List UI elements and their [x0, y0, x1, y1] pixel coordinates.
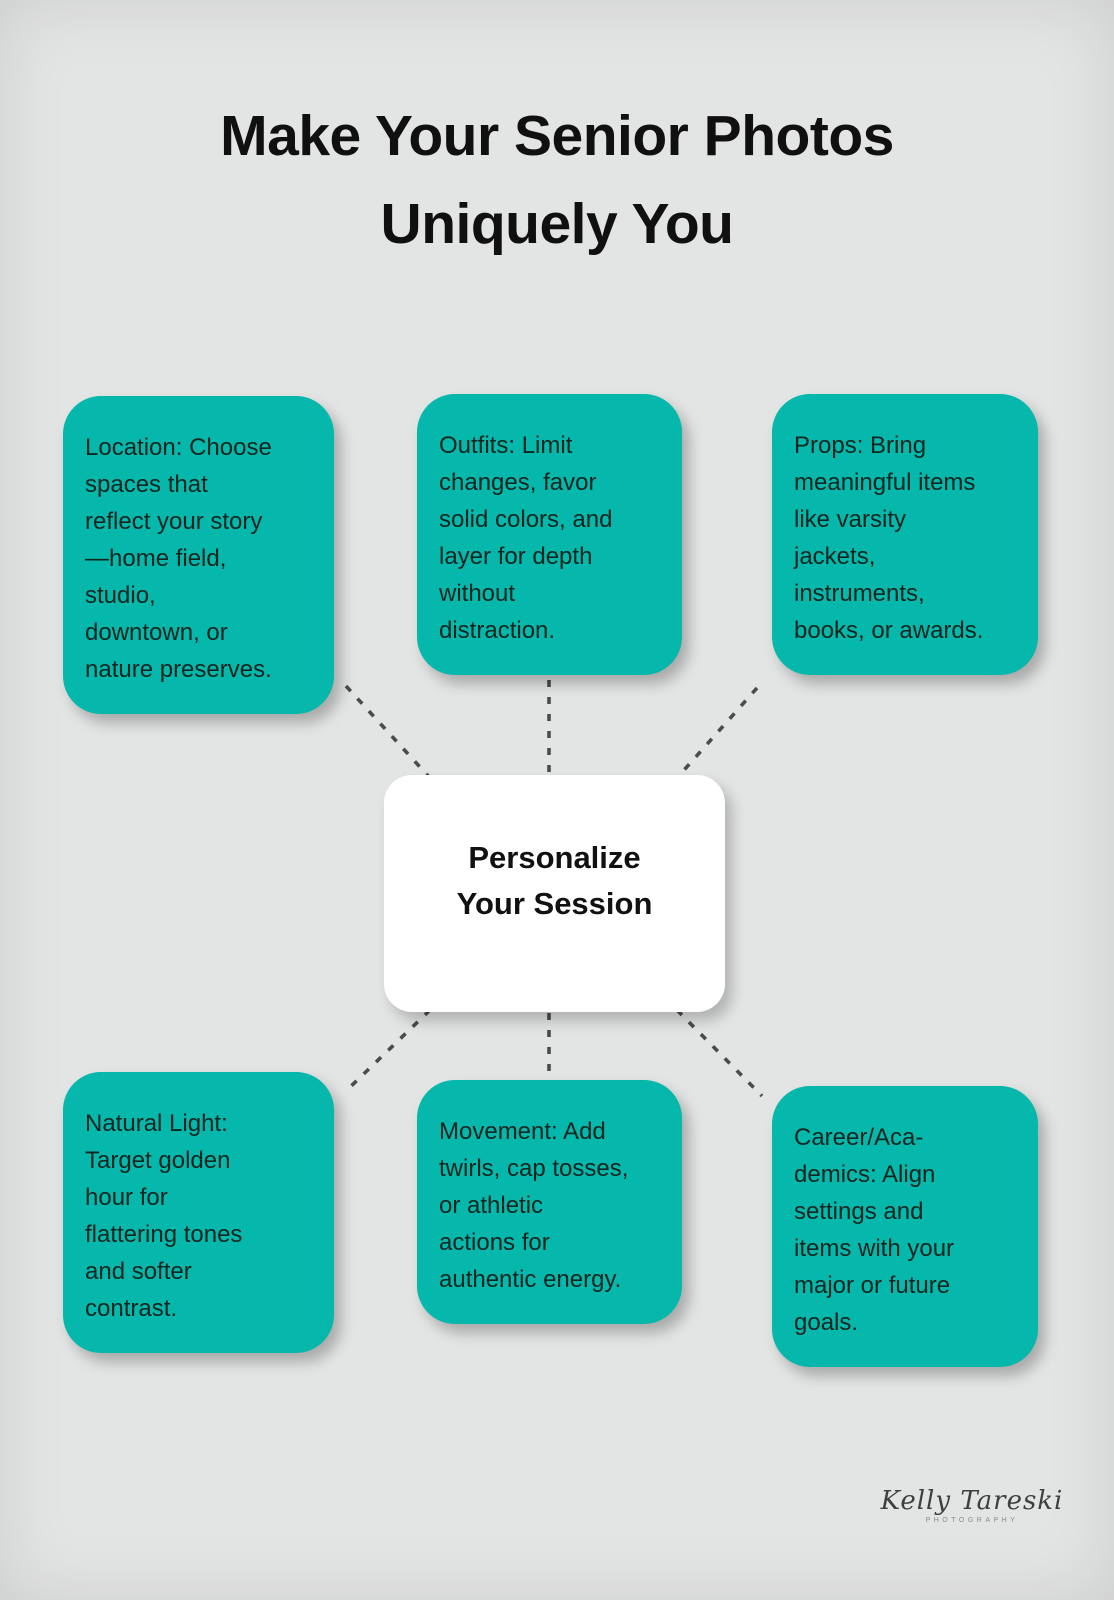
text-line: meaningful items [794, 469, 976, 496]
text-line: authentic energy. [439, 1266, 622, 1293]
text-line: major or future [794, 1272, 951, 1299]
text-line: flattering tones [85, 1221, 243, 1248]
text-line: Movement: Add [439, 1118, 606, 1145]
text-line: Career/Aca- [794, 1124, 924, 1151]
text-line: items with your [794, 1235, 955, 1262]
text-line: spaces that [85, 471, 208, 498]
text-line: distraction. [439, 617, 556, 644]
text-line: demics: Align [794, 1161, 936, 1188]
text-line: Props: Bring [794, 432, 927, 459]
text-line: instruments, [794, 580, 925, 607]
connector-top-left [344, 684, 432, 780]
text-line: Make Your Senior Photos [220, 104, 894, 168]
text-line: or athletic [439, 1192, 544, 1219]
node-career-academics: Career/Aca-demics: Align settings and item… [772, 1086, 1038, 1367]
connector-bottom-left [343, 1008, 432, 1094]
text-line: nature preserves. [85, 656, 272, 683]
text-line: Uniquely You [380, 192, 734, 256]
node-movement-text: Movement: Add twirls, cap tosses, or athle… [439, 1113, 664, 1298]
text-line: Natural Light: [85, 1110, 228, 1137]
text-line: Your Session [456, 885, 653, 921]
node-natural-light-text: Natural Light: Target golden hour for flatt… [85, 1105, 316, 1327]
node-natural-light: Natural Light: Target golden hour for flatt… [63, 1072, 334, 1353]
node-career-academics-text: Career/Aca-demics: Align settings and item… [794, 1119, 1020, 1341]
signature-name: Kelly Tareski [880, 1486, 1064, 1516]
signature-subtitle: PHOTOGRAPHY [925, 1517, 1019, 1524]
text-line: goals. [794, 1309, 859, 1336]
text-line: reflect your story [85, 508, 263, 535]
text-line: downtown, or [85, 619, 228, 646]
text-line: books, or awards. [794, 617, 984, 644]
text-line: Target golden [85, 1147, 231, 1174]
node-movement: Movement: Add twirls, cap tosses, or athle… [417, 1080, 682, 1324]
text-line: like varsity [794, 506, 907, 533]
text-line: actions for [439, 1229, 550, 1256]
node-outfits: Outfits: Limit changes, favor solid colors… [417, 394, 682, 675]
text-line: studio, [85, 582, 156, 609]
node-location: Location: Choose spaces that reflect your … [63, 396, 334, 714]
text-line: twirls, cap tosses, [439, 1155, 629, 1182]
text-line: Location: Choose [85, 434, 272, 461]
text-line: settings and [794, 1198, 924, 1225]
text-line: contrast. [85, 1295, 178, 1322]
text-line: jackets, [794, 543, 876, 570]
photographer-signature: Kelly Tareski PHOTOGRAPHY [872, 1487, 1072, 1524]
node-outfits-text: Outfits: Limit changes, favor solid colors… [439, 427, 664, 649]
text-line: solid colors, and [439, 506, 613, 533]
text-line: —home field, [85, 545, 227, 572]
text-line: changes, favor [439, 469, 597, 496]
text-line: Outfits: Limit [439, 432, 573, 459]
node-props-text: Props: Bring meaningful items like varsity… [794, 427, 1020, 649]
connector-top-right [675, 686, 759, 780]
text-line: layer for depth [439, 543, 593, 570]
text-line: hour for [85, 1184, 168, 1211]
text-line: without [439, 580, 516, 607]
connector-bottom-right [675, 1008, 764, 1098]
text-line: and softer [85, 1258, 192, 1285]
text-line: Personalize [468, 839, 641, 875]
node-location-text: Location: Choose spaces that reflect your … [85, 429, 316, 688]
node-props: Props: Bring meaningful items like varsity… [772, 394, 1038, 675]
